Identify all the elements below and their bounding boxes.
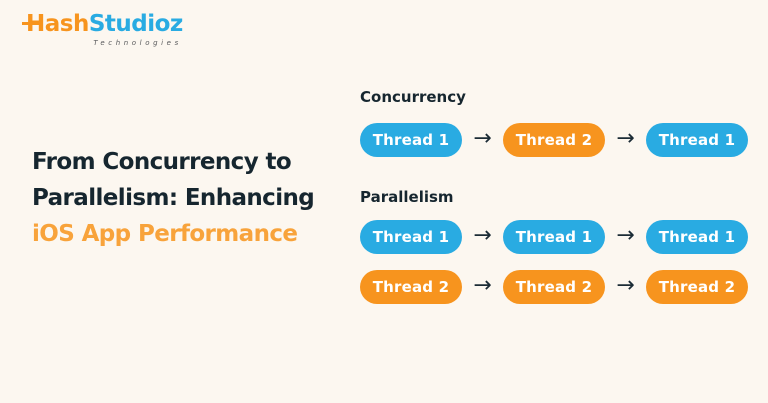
thread-pill: Thread 1 xyxy=(646,220,748,254)
thread-pill: Thread 2 xyxy=(503,123,605,157)
logo-brand-hash: Hash xyxy=(22,11,89,37)
thread-pill: Thread 1 xyxy=(503,220,605,254)
arrow-right-icon: → xyxy=(473,126,492,151)
title-line-2: Parallelism: Enhancing xyxy=(32,185,315,211)
thread-diagram: Concurrency Thread 1 → Thread 2 → Thread… xyxy=(360,88,748,304)
concurrency-section-label: Concurrency xyxy=(360,88,466,106)
thread-pill: Thread 1 xyxy=(360,123,462,157)
page-title: From Concurrency to Parallelism: Enhanci… xyxy=(32,144,315,252)
thread-pill: Thread 1 xyxy=(360,220,462,254)
thread-pill: Thread 2 xyxy=(646,270,748,304)
logo-brand-studioz: Studioz xyxy=(88,11,183,37)
arrow-right-icon: → xyxy=(616,126,635,151)
title-line-3: iOS App Performance xyxy=(32,221,298,247)
title-line-1: From Concurrency to xyxy=(32,149,292,175)
arrow-right-icon: → xyxy=(616,273,635,298)
logo-wordmark: HashStudioz xyxy=(22,11,183,37)
logo: HashStudioz Technologies xyxy=(22,11,183,47)
arrow-right-icon: → xyxy=(473,223,492,248)
parallelism-section-label: Parallelism xyxy=(360,188,454,206)
arrow-right-icon: → xyxy=(473,273,492,298)
thread-pill: Thread 2 xyxy=(360,270,462,304)
parallelism-row-2: Thread 2 → Thread 2 → Thread 2 xyxy=(360,270,748,304)
parallelism-row-1: Thread 1 → Thread 1 → Thread 1 xyxy=(360,220,748,254)
thread-pill: Thread 2 xyxy=(503,270,605,304)
concurrency-row: Thread 1 → Thread 2 → Thread 1 xyxy=(360,123,748,157)
logo-tagline: Technologies xyxy=(93,39,182,47)
arrow-right-icon: → xyxy=(616,223,635,248)
thread-pill: Thread 1 xyxy=(646,123,748,157)
